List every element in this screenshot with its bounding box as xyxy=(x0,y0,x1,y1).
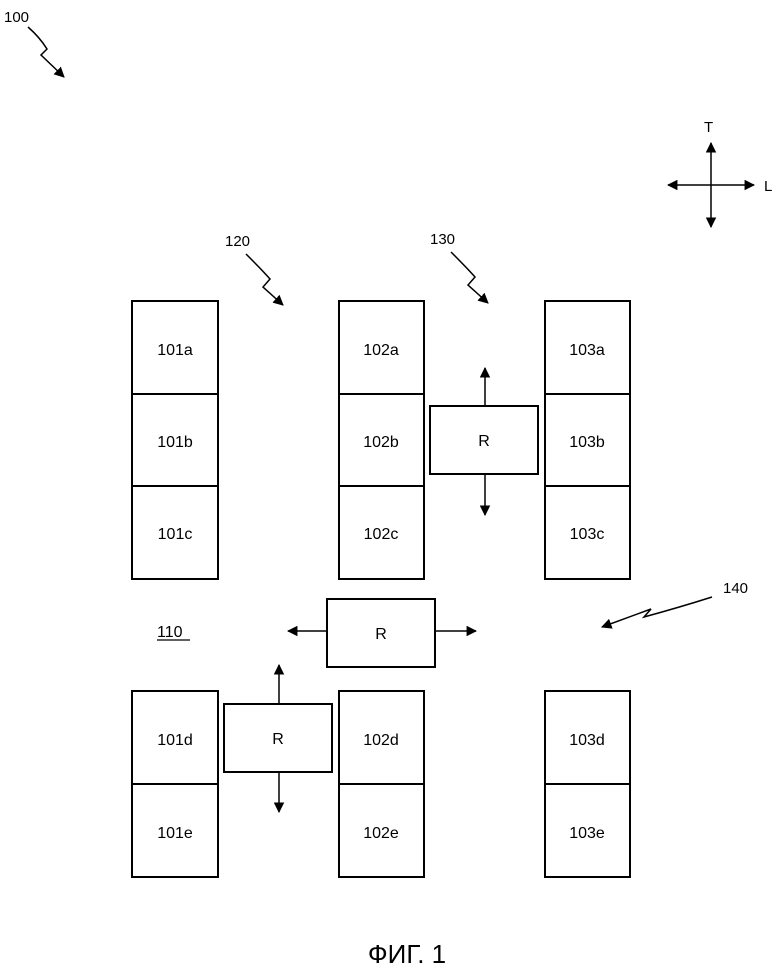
axis-l-label: L xyxy=(764,178,772,195)
cell-102d-label: 102d xyxy=(363,732,399,749)
axis-t-label: T xyxy=(704,119,713,136)
cell-102b-label: 102b xyxy=(363,434,399,451)
area-110-label: 110 xyxy=(157,624,183,641)
ref-140-leader xyxy=(602,597,712,627)
cell-101a-label: 101a xyxy=(157,342,193,359)
robot-upper-label: R xyxy=(478,433,490,450)
cell-103e-label: 103e xyxy=(569,825,605,842)
robot-lower-label: R xyxy=(272,731,284,748)
axis-cross: T L xyxy=(668,119,772,227)
cell-103b-label: 103b xyxy=(569,434,605,451)
cell-103a-label: 103a xyxy=(569,342,605,359)
figure-caption: ФИГ. 1 xyxy=(368,939,446,969)
cell-102c-label: 102c xyxy=(364,526,399,543)
ref-120-leader xyxy=(246,254,283,305)
cell-103d-label: 103d xyxy=(569,732,605,749)
robot-middle-label: R xyxy=(375,626,387,643)
ref-120-label: 120 xyxy=(225,233,250,250)
cell-101d-label: 101d xyxy=(157,732,193,749)
ref-130-leader xyxy=(451,252,488,303)
ref-100-label: 100 xyxy=(4,9,29,26)
cell-101e-label: 101e xyxy=(157,825,193,842)
ref-100-leader xyxy=(28,27,64,77)
column-103: 103a 103b 103c 103d 103e xyxy=(545,301,630,877)
robot-middle: R xyxy=(288,599,476,667)
cell-102e-label: 102e xyxy=(363,825,399,842)
cell-101b-label: 101b xyxy=(157,434,193,451)
cell-103c-label: 103c xyxy=(570,526,605,543)
column-102: 102a 102b 102c 102d 102e xyxy=(339,301,424,877)
robot-upper: R xyxy=(430,368,538,515)
ref-130-label: 130 xyxy=(430,231,455,248)
cell-101c-label: 101c xyxy=(158,526,193,543)
robot-lower: R xyxy=(224,665,332,812)
ref-140-label: 140 xyxy=(723,580,748,597)
column-101: 101a 101b 101c 101d 101e xyxy=(132,301,218,877)
cell-102a-label: 102a xyxy=(363,342,399,359)
